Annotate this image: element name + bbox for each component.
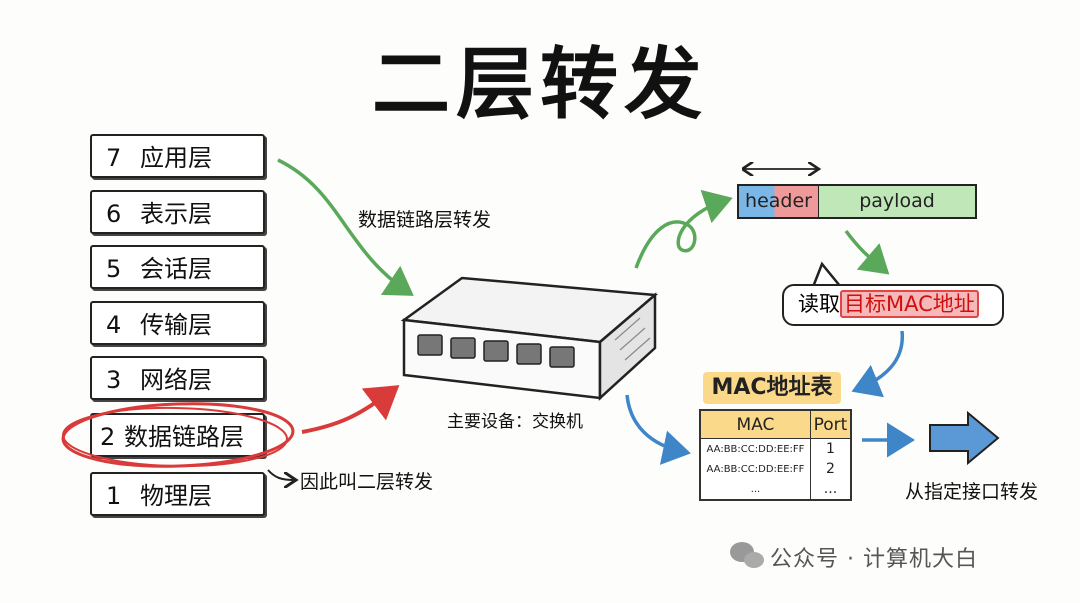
packet-header: header: [737, 184, 819, 219]
table-row: ......: [699, 479, 852, 500]
black-arrow-note: [267, 469, 294, 480]
blue-arrow-to-table: [851, 330, 904, 398]
so-called-label: 因此叫二层转发: [300, 471, 434, 493]
packet-payload: payload: [819, 184, 977, 219]
target-mac-highlight: 目标MAC地址: [840, 290, 979, 318]
bubble-tail: [811, 261, 841, 288]
switch-icon: [400, 276, 659, 401]
device-label: 主要设备：交换机: [447, 412, 583, 432]
blue-arrow-switch-to-table: [625, 394, 691, 465]
green-arrow-to-bubble: [844, 229, 890, 275]
page-title: 二层转发: [371, 40, 708, 130]
wechat-icon: [730, 542, 764, 568]
green-arrow-to-packet: [634, 189, 733, 269]
watermark: 公众号 · 计算机大白: [770, 547, 978, 572]
forward-block-arrow: [929, 410, 1000, 466]
layer2-highlight-ellipse: [61, 402, 295, 468]
layer2-highlight-ellipse-2: [62, 406, 288, 468]
red-arrow-to-switch: [301, 385, 400, 434]
mac-table-title: MAC地址表: [703, 372, 841, 404]
mac-column-header: MAC: [699, 409, 811, 439]
port-column-header: Port: [809, 409, 852, 439]
green-arrow-to-switch: [277, 158, 414, 296]
forward-port-label: 从指定接口转发: [905, 481, 1039, 503]
read-mac-bubble: 读取目标MAC地址: [782, 284, 1004, 326]
dl-forward-label: 数据链路层转发: [358, 209, 492, 231]
